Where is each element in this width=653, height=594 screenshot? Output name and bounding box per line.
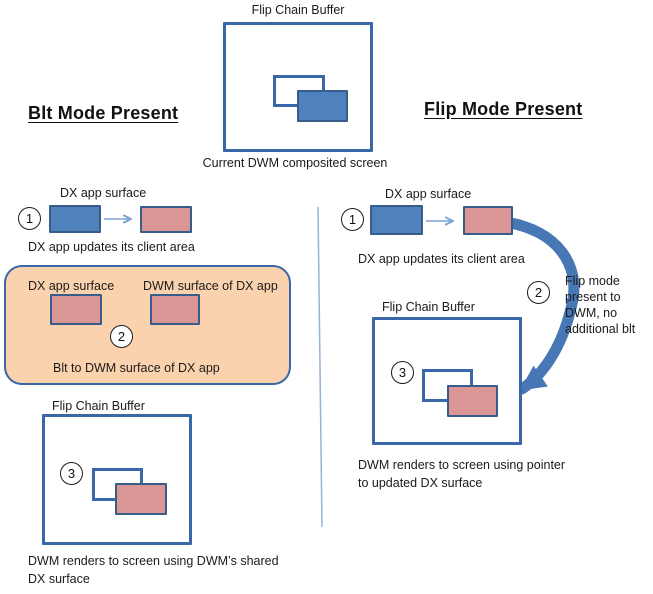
flip-curved-arrow-icon bbox=[499, 216, 580, 395]
blt-step1-caption: DX app updates its client area bbox=[28, 240, 195, 254]
flip-step3-caption-line2: to updated DX surface bbox=[358, 476, 483, 490]
flip-step3-buffer-label: Flip Chain Buffer bbox=[382, 300, 475, 314]
blt-step1-updated-surface-rect bbox=[140, 206, 192, 233]
flip-step3-front-window-rect bbox=[447, 385, 498, 417]
top-buffer-title: Flip Chain Buffer bbox=[251, 3, 345, 17]
blt-step3-buffer-label: Flip Chain Buffer bbox=[52, 399, 145, 413]
blt-step1-number-badge: 1 bbox=[18, 207, 41, 230]
blt-step3-caption-line1: DWM renders to screen using DWM’s shared bbox=[28, 554, 279, 568]
flip-step2-number-badge: 2 bbox=[527, 281, 550, 304]
blt-step2-left-label: DX app surface bbox=[28, 279, 115, 293]
flip-step1-caption: DX app updates its client area bbox=[358, 252, 525, 266]
flip-step1-surface-label: DX app surface bbox=[385, 187, 472, 201]
blt-step2-dx-surface-rect bbox=[50, 294, 102, 325]
section-divider-line bbox=[317, 206, 323, 528]
flip-step3-number-badge: 3 bbox=[391, 361, 414, 384]
flip-step1-updated-surface-rect bbox=[463, 206, 513, 235]
flip-mode-heading: Flip Mode Present bbox=[424, 99, 583, 119]
flip-step2-note-line2: present to bbox=[565, 290, 621, 304]
blt-mode-heading: Blt Mode Present bbox=[28, 103, 179, 123]
blt-step2-number-badge: 2 bbox=[110, 325, 133, 348]
blt-step2-caption: Blt to DWM surface of DX app bbox=[53, 361, 220, 375]
flip-step2-note-line1: Flip mode bbox=[565, 274, 620, 288]
blt-step1-surface-label: DX app surface bbox=[60, 186, 147, 200]
blt-step3-front-window-rect bbox=[115, 483, 167, 515]
blt-step2-right-label: DWM surface of DX app bbox=[143, 279, 278, 293]
blt-step2-highlight-box bbox=[4, 265, 291, 385]
top-caption: Current DWM composited screen bbox=[202, 156, 388, 170]
flip-step3-caption-line1: DWM renders to screen using pointer bbox=[358, 458, 566, 472]
blt-step2-dwm-surface-rect bbox=[150, 294, 200, 325]
flip-step1-dx-surface-rect bbox=[370, 205, 423, 235]
flip-step1-number-badge: 1 bbox=[341, 208, 364, 231]
flip-step2-note-line3: DWM, no bbox=[565, 306, 618, 320]
top-front-window-rect bbox=[297, 90, 348, 122]
blt-step3-caption-line2: DX surface bbox=[28, 572, 90, 586]
flip-step2-note-line4: additional blt bbox=[565, 322, 636, 336]
blt-step1-dx-surface-rect bbox=[49, 205, 101, 233]
blt-step3-number-badge: 3 bbox=[60, 462, 83, 485]
